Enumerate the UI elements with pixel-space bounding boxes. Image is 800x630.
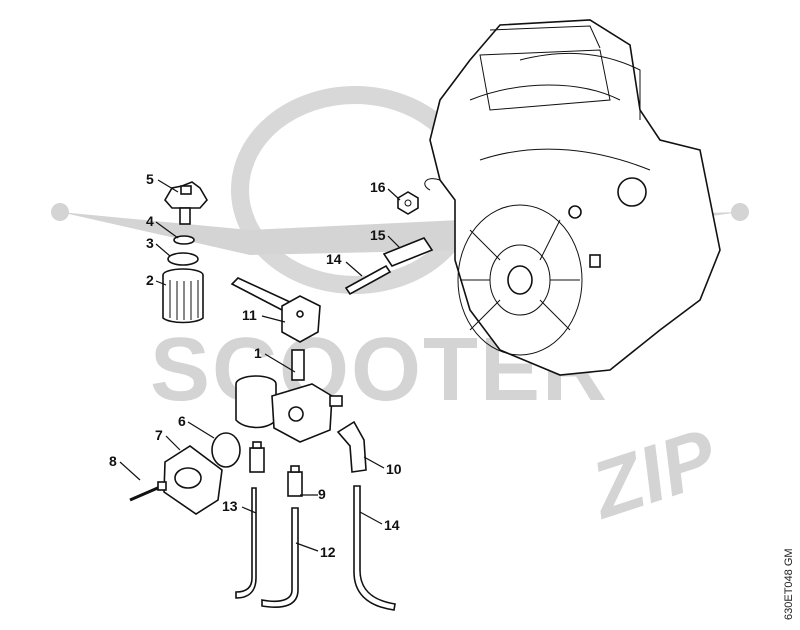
part-12-hose — [261, 507, 299, 608]
nut-hole — [404, 199, 412, 207]
engine-top-block — [479, 49, 611, 111]
valve-nipple — [329, 395, 343, 407]
leader-1 — [264, 353, 296, 373]
leader-4 — [155, 221, 179, 239]
part-4-washer — [173, 235, 195, 245]
sensor-rod — [230, 277, 292, 311]
callout-13: 13 — [222, 498, 238, 514]
engine-port-circle — [617, 177, 647, 207]
watermark-dot-right — [731, 203, 749, 221]
engine-pipe-b — [519, 52, 641, 120]
callout-2: 2 — [146, 272, 154, 288]
callout-4: 4 — [146, 213, 154, 229]
leader-12 — [295, 542, 319, 552]
engine-pipe-a — [469, 84, 621, 101]
elbow-body — [336, 420, 367, 473]
part-15-connector — [382, 237, 434, 267]
valve-stem — [291, 349, 305, 381]
leader-2 — [155, 280, 167, 286]
part-5-fuel-cap — [164, 181, 208, 225]
callout-14-lower: 14 — [384, 517, 400, 533]
part-14-hose-lower — [353, 485, 396, 611]
leader-lines — [119, 179, 401, 552]
fitting-left-body — [249, 447, 265, 473]
leader-13 — [241, 506, 257, 514]
engine-edge-mid — [479, 148, 651, 171]
leader-8 — [119, 461, 141, 481]
callout-11: 11 — [242, 307, 257, 323]
fitting-9-body — [287, 471, 303, 497]
leader-16 — [387, 188, 401, 201]
filter-ribs — [169, 280, 199, 320]
flywheel-outer — [457, 204, 583, 356]
cap-stem — [179, 207, 191, 225]
callout-14-upper: 14 — [326, 251, 342, 267]
watermark-script: ZIP — [579, 412, 727, 536]
fitting-left-tip — [252, 441, 262, 449]
callout-10: 10 — [386, 461, 402, 477]
cap-nub — [180, 185, 192, 195]
flywheel-spokes — [460, 219, 580, 331]
valve-port — [288, 406, 304, 422]
leader-14a — [345, 261, 363, 277]
callout-labels: 5 4 3 2 11 1 6 7 8 13 9 10 12 14 16 15 1… — [109, 171, 402, 560]
part-8-screw — [129, 481, 167, 502]
part-3-o-ring — [167, 252, 199, 266]
part-6-gasket — [211, 432, 241, 468]
part-7-flange — [163, 445, 223, 515]
fitting-9-tip — [290, 465, 300, 473]
watermark-dot-left — [51, 203, 69, 221]
part-10-elbow — [336, 420, 367, 473]
engine-clip — [589, 254, 601, 268]
part-11-sensor — [230, 277, 321, 343]
engine-hook — [424, 178, 441, 191]
part-9-fitting — [287, 465, 303, 497]
leader-3 — [155, 243, 171, 257]
callout-12: 12 — [320, 544, 336, 560]
flywheel-hub — [507, 265, 533, 295]
screw-shaft — [129, 485, 161, 502]
part-2-filter — [162, 268, 204, 324]
leader-7 — [165, 435, 181, 451]
part-14-hose-upper — [344, 264, 392, 296]
part-fitting-left — [249, 441, 265, 473]
flange-boss — [174, 467, 202, 489]
leader-15 — [387, 235, 401, 249]
callout-1: 1 — [254, 345, 262, 361]
leader-5 — [157, 179, 179, 193]
engine-housing — [424, 19, 721, 376]
part-1-valve-body — [235, 349, 343, 443]
cup-body — [235, 384, 277, 429]
callout-3: 3 — [146, 235, 154, 251]
sensor-block — [281, 295, 321, 343]
leader-6 — [187, 421, 215, 439]
callout-9: 9 — [318, 486, 326, 502]
screw-head — [157, 481, 167, 491]
callout-6: 6 — [178, 413, 186, 429]
filter-body — [162, 275, 204, 324]
part-16-nut — [397, 191, 419, 215]
callout-7: 7 — [155, 427, 163, 443]
reference-code: 630ET048 GM — [783, 548, 795, 620]
callout-8: 8 — [109, 453, 117, 469]
engine-top-edge — [489, 25, 601, 49]
part-13-hose — [235, 487, 257, 599]
engine-bolt — [568, 205, 582, 219]
callout-16: 16 — [370, 179, 386, 195]
leader-14b — [359, 511, 383, 525]
callout-5: 5 — [146, 171, 154, 187]
leader-11 — [261, 315, 286, 323]
leader-10 — [363, 456, 385, 469]
sensor-hole — [296, 310, 304, 318]
callout-15: 15 — [370, 227, 386, 243]
